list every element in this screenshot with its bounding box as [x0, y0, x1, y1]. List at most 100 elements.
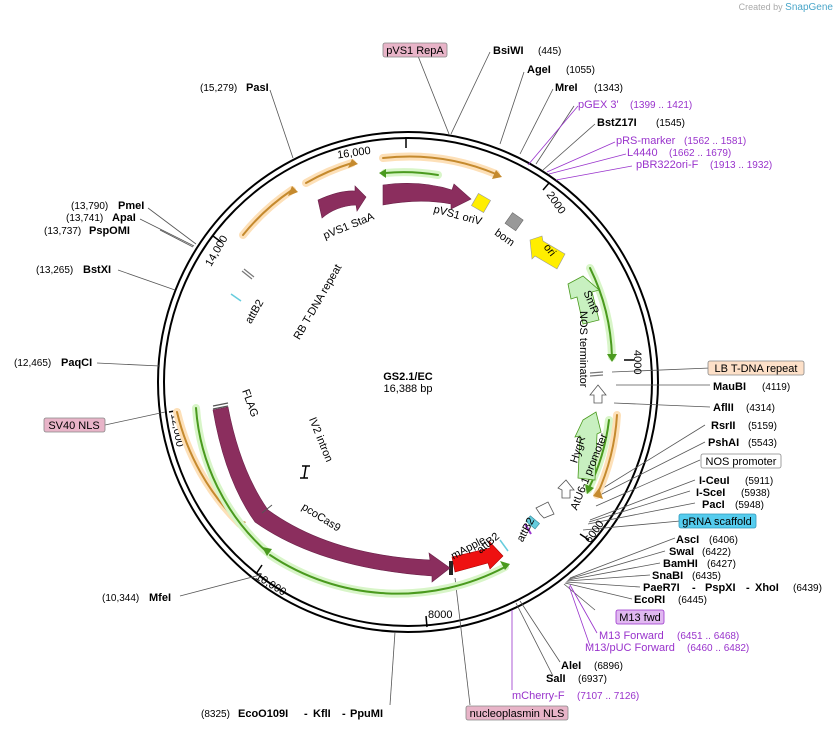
site-PspOMI[interactable]: (13,737)PspOMI: [44, 225, 130, 237]
NOS-promoter-arrow[interactable]: [557, 479, 575, 499]
site-AflII-name: AflII: [713, 402, 734, 414]
site-EcoO109I-pos: (8325): [201, 709, 230, 720]
site-AscI[interactable]: AscI(6406): [676, 534, 738, 546]
primer-pBR322ori-F[interactable]: pBR322ori-F(1913 .. 1932): [636, 159, 772, 171]
site-ApaI[interactable]: (13,741)ApaI: [66, 212, 136, 224]
site-EcoO109I[interactable]: (8325) EcoO109I - KflI - PpuMI: [201, 708, 383, 720]
box-nucleoplasmin-NLS[interactable]: nucleoplasmin NLS: [465, 705, 569, 721]
label-RB-TDNA: RB T-DNA repeat: [292, 262, 345, 341]
box-LB-TDNA[interactable]: LB T-DNA repeat: [707, 360, 805, 376]
site-BsiWI[interactable]: BsiWI(445): [493, 45, 561, 57]
site-AleI[interactable]: AleI(6896): [561, 660, 623, 672]
primer-M13-pUC-Forward[interactable]: M13/pUC Forward(6460 .. 6482): [585, 642, 749, 654]
orange-arrowheads: [236, 159, 603, 528]
site-PaeR7I[interactable]: PaeR7I - PspXI - XhoI (6439): [643, 582, 822, 594]
site-EcoRI-name: EcoRI: [634, 594, 665, 606]
label-NOS-terminator: NOS terminator: [577, 311, 589, 388]
brand-name: SnapGene: [785, 2, 833, 13]
site-EcoO109I-name: EcoO109I: [238, 708, 288, 720]
site-XhoI-name: XhoI: [755, 582, 779, 594]
site-PaeR7I-pos: (6439): [793, 583, 822, 594]
HygR-arrow[interactable]: [574, 411, 602, 481]
primer-M13-Forward[interactable]: M13 Forward(6451 .. 6468): [599, 630, 739, 642]
site-PmeI-pos: (13,790): [71, 201, 108, 212]
leader-lines: [96, 51, 711, 706]
site-MreI-name: MreI: [555, 82, 578, 94]
site-BamHI-name: BamHI: [663, 558, 698, 570]
pVS1-oriV-box[interactable]: [471, 193, 491, 213]
site-SalI[interactable]: SalI(6937): [546, 673, 607, 685]
plasmid-name: GS2.1/EC: [383, 371, 433, 383]
box-M13-fwd[interactable]: M13 fwd: [615, 609, 665, 625]
site-ISceI[interactable]: I-SceI(5938): [696, 487, 770, 499]
mApple-arrow[interactable]: [451, 540, 504, 573]
site-BamHI[interactable]: BamHI(6427): [663, 558, 736, 570]
SmR-arrow[interactable]: [567, 275, 600, 325]
primer-pGEX3-pos: (1399 .. 1421): [630, 100, 692, 111]
site-EcoO109I-sep1: -: [304, 708, 308, 720]
site-BsiWI-name: BsiWI: [493, 45, 524, 57]
IV2-intron-symbol: [300, 465, 310, 479]
primer-pGEX3[interactable]: pGEX 3'(1399 .. 1421): [578, 99, 692, 111]
box-gRNA-scaffold[interactable]: gRNA scaffold: [678, 513, 757, 529]
FLAG-mark: [212, 402, 229, 407]
site-EcoRI[interactable]: EcoRI (6445): [634, 594, 707, 606]
bom-box[interactable]: [504, 212, 524, 232]
site-AleI-name: AleI: [561, 660, 581, 672]
box-NOS-promoter-label: NOS promoter: [706, 456, 777, 468]
pVS1-oriV-arrow[interactable]: [382, 183, 472, 210]
site-ApaI-pos: (13,741): [66, 213, 103, 224]
primer-L4440[interactable]: L4440 (1662 .. 1679): [627, 147, 731, 159]
gRNA-scaffold-box[interactable]: [525, 515, 540, 530]
primer-mCherry-F[interactable]: mCherry-F(7107 .. 7126): [512, 690, 639, 702]
site-ISceI-pos: (5938): [741, 488, 770, 499]
ori-arrow[interactable]: [529, 235, 566, 270]
box-SV40-NLS[interactable]: SV40 NLS: [43, 417, 106, 433]
site-MauBI[interactable]: MauBI(4119): [713, 381, 790, 393]
site-PasI-pos: (15,279): [200, 83, 237, 94]
site-SwaI[interactable]: SwaI(6422): [669, 546, 731, 558]
RB-TDNA-mark-2: [243, 268, 255, 278]
site-AscI-pos: (6406): [709, 535, 738, 546]
site-BstZ17I-pos: (1545): [656, 118, 685, 129]
site-PmeI[interactable]: (13,790)PmeI: [71, 200, 144, 212]
site-MfeI[interactable]: (10,344)MfeI: [102, 592, 171, 604]
site-PshAI[interactable]: PshAI(5543): [708, 437, 777, 449]
site-AgeI[interactable]: AgeI(1055): [527, 64, 595, 76]
site-BstXI-name: BstXI: [83, 264, 111, 276]
site-PasI-name: PasI: [246, 82, 269, 94]
primer-mCherry-F-pos: (7107 .. 7126): [577, 691, 639, 702]
site-BstXI[interactable]: (13,265) BstXI: [36, 264, 111, 276]
site-SnaBI-name: SnaBI: [652, 570, 683, 582]
box-LB-TDNA-label: LB T-DNA repeat: [715, 363, 798, 375]
label-FLAG: FLAG: [239, 388, 260, 419]
pcoCas9-arrow[interactable]: [212, 406, 451, 583]
site-ICeuI[interactable]: I-CeuI(5911): [699, 475, 773, 487]
site-BstXI-pos: (13,265): [36, 265, 73, 276]
AtU6-promoter-arrow[interactable]: [535, 501, 555, 519]
tick-label-10000: 10,000: [253, 571, 288, 599]
primer-L4440-name: L4440: [627, 147, 658, 159]
site-SnaBI-pos: (6435): [692, 571, 721, 582]
primer-pRS-marker[interactable]: pRS-marker(1562 .. 1581): [616, 135, 746, 147]
RB-TDNA-mark: [241, 270, 253, 280]
site-PshAI-pos: (5543): [748, 438, 777, 449]
site-PaqCI[interactable]: (12,465)PaqCI: [14, 357, 92, 369]
site-PasI[interactable]: (15,279) PasI: [200, 82, 269, 94]
pVS1-StaA-arrow[interactable]: [317, 185, 367, 219]
site-MreI[interactable]: MreI(1343): [555, 82, 623, 94]
site-SnaBI[interactable]: SnaBI (6435): [652, 570, 721, 582]
site-PacI[interactable]: PacI(5948): [702, 499, 764, 511]
site-BstZ17I[interactable]: BstZ17I(1545): [597, 117, 685, 129]
label-IV2-intron: IV2 intron: [306, 416, 335, 464]
pcoCas9-gap-mark: [261, 504, 273, 514]
site-EcoRI-pos: (6445): [678, 595, 707, 606]
NOS-terminator-arrow[interactable]: [589, 384, 607, 404]
brand-watermark: Created by SnapGene: [739, 2, 833, 13]
site-AflII[interactable]: AflII(4314): [713, 402, 775, 414]
primer-L4440-pos: (1662 .. 1679): [669, 148, 731, 159]
site-SwaI-name: SwaI: [669, 546, 694, 558]
box-pVS1-RepA[interactable]: pVS1 RepA: [382, 42, 448, 58]
site-RsrII[interactable]: RsrII(5159): [711, 420, 777, 432]
box-NOS-promoter[interactable]: NOS promoter: [700, 453, 782, 469]
